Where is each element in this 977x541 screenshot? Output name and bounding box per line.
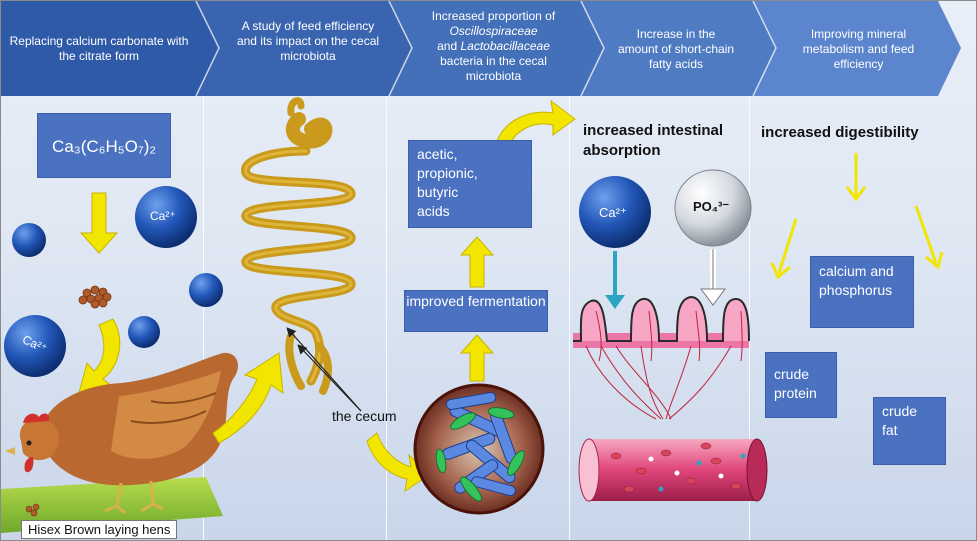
yellow-arrow-curved xyxy=(496,99,576,148)
ca-sphere-small xyxy=(189,273,223,307)
ca-sphere-large xyxy=(579,176,651,248)
banner-step-5: Improving mineral metabolism and feed ef… xyxy=(802,27,915,71)
absorption-heading: increased intestinal absorption xyxy=(583,121,753,161)
banner-step-3-mid: and xyxy=(437,39,458,53)
divider-3 xyxy=(569,96,570,540)
chevron-1 xyxy=(1,1,219,96)
yellow-arrow-down xyxy=(79,192,119,254)
fermentation-label: improved fermentation xyxy=(406,293,546,309)
ca-sphere-small xyxy=(128,316,160,348)
chevron-5 xyxy=(753,1,961,96)
calcium-phosphorus-line2: phosphorus xyxy=(819,282,893,298)
ca-ion-label: Ca²⁺ xyxy=(599,205,627,220)
hen-caption: Hisex Brown laying hens xyxy=(21,520,178,539)
digestibility-arrows xyxy=(770,153,944,280)
divider-1 xyxy=(203,96,204,540)
po4-sphere xyxy=(674,169,752,247)
calcium-phosphorus-line1: calcium and xyxy=(819,263,894,279)
feed-pellets xyxy=(78,285,112,309)
blood-vessel xyxy=(578,438,768,502)
yellow-arrow-up xyxy=(459,236,495,288)
banner-step-3-italic1: Oscillospiraceae xyxy=(449,24,538,38)
calcium-phosphorus-box: calcium and phosphorus xyxy=(810,256,914,328)
banner-step-3-line3: bacteria in the cecal microbiota xyxy=(440,54,547,83)
crude-fat-box: crude fat xyxy=(873,397,946,465)
ca-sphere-large xyxy=(135,186,197,248)
cecum-microbiota xyxy=(413,383,545,515)
acid-butyric: butyric xyxy=(417,184,459,200)
divider-2 xyxy=(386,96,387,540)
chevron-3 xyxy=(389,1,604,96)
grass-platform xyxy=(1,477,223,533)
absorption-line2: absorption xyxy=(583,142,661,159)
banner-step-2: A study of feed efficiency and its impac… xyxy=(236,19,380,63)
crude-protein-box: crude protein xyxy=(765,352,837,418)
crude-protein-line1: crude xyxy=(774,366,810,382)
banner-step-1: Replacing calcium carbonate with the cit… xyxy=(9,34,189,63)
banner-step-3-italic2: Lactobacillaceae xyxy=(460,39,550,53)
acids-box: acetic, propionic, butyric acids xyxy=(408,140,532,228)
intestine-illustration xyxy=(241,97,356,395)
crude-fat-line1: crude xyxy=(882,403,918,419)
banner-step-4: Increase in the amount of short-chain fa… xyxy=(617,27,735,71)
banner-step-3-line1: Increased proportion of xyxy=(431,9,556,23)
ca-ion-label: Ca²⁺ xyxy=(150,209,176,223)
crude-protein-line2: protein xyxy=(774,385,817,401)
acid-propionic: propionic, xyxy=(417,165,478,181)
banner-step-3: Increased proportion of Oscillospiraceae… xyxy=(411,9,576,84)
hen-illustration xyxy=(5,352,238,515)
cecum-label: the cecum xyxy=(332,408,397,424)
chevron-4 xyxy=(581,1,776,96)
intestinal-villi xyxy=(573,295,750,420)
banner xyxy=(1,1,961,96)
fermentation-box: improved fermentation xyxy=(404,290,548,332)
yellow-arrow-curved xyxy=(366,432,430,493)
crude-fat-line2: fat xyxy=(882,422,898,438)
yellow-arrow-up xyxy=(459,334,495,382)
ca-sphere-large xyxy=(4,315,66,377)
acid-label: acids xyxy=(417,203,450,219)
yellow-arrow-curved xyxy=(212,352,284,444)
ca-sphere-small xyxy=(12,223,46,257)
digestibility-heading: increased digestibility xyxy=(761,124,919,141)
chevron-2 xyxy=(196,1,412,96)
acid-acetic: acetic, xyxy=(417,146,458,162)
divider-4 xyxy=(749,96,750,540)
po4-ion-label: PO₄³⁻ xyxy=(693,199,730,214)
formula-box: Ca₃(C₆H₅O₇)₂ xyxy=(37,113,171,178)
yellow-arrow-curved xyxy=(78,318,121,394)
absorption-line1: increased intestinal xyxy=(583,122,724,139)
